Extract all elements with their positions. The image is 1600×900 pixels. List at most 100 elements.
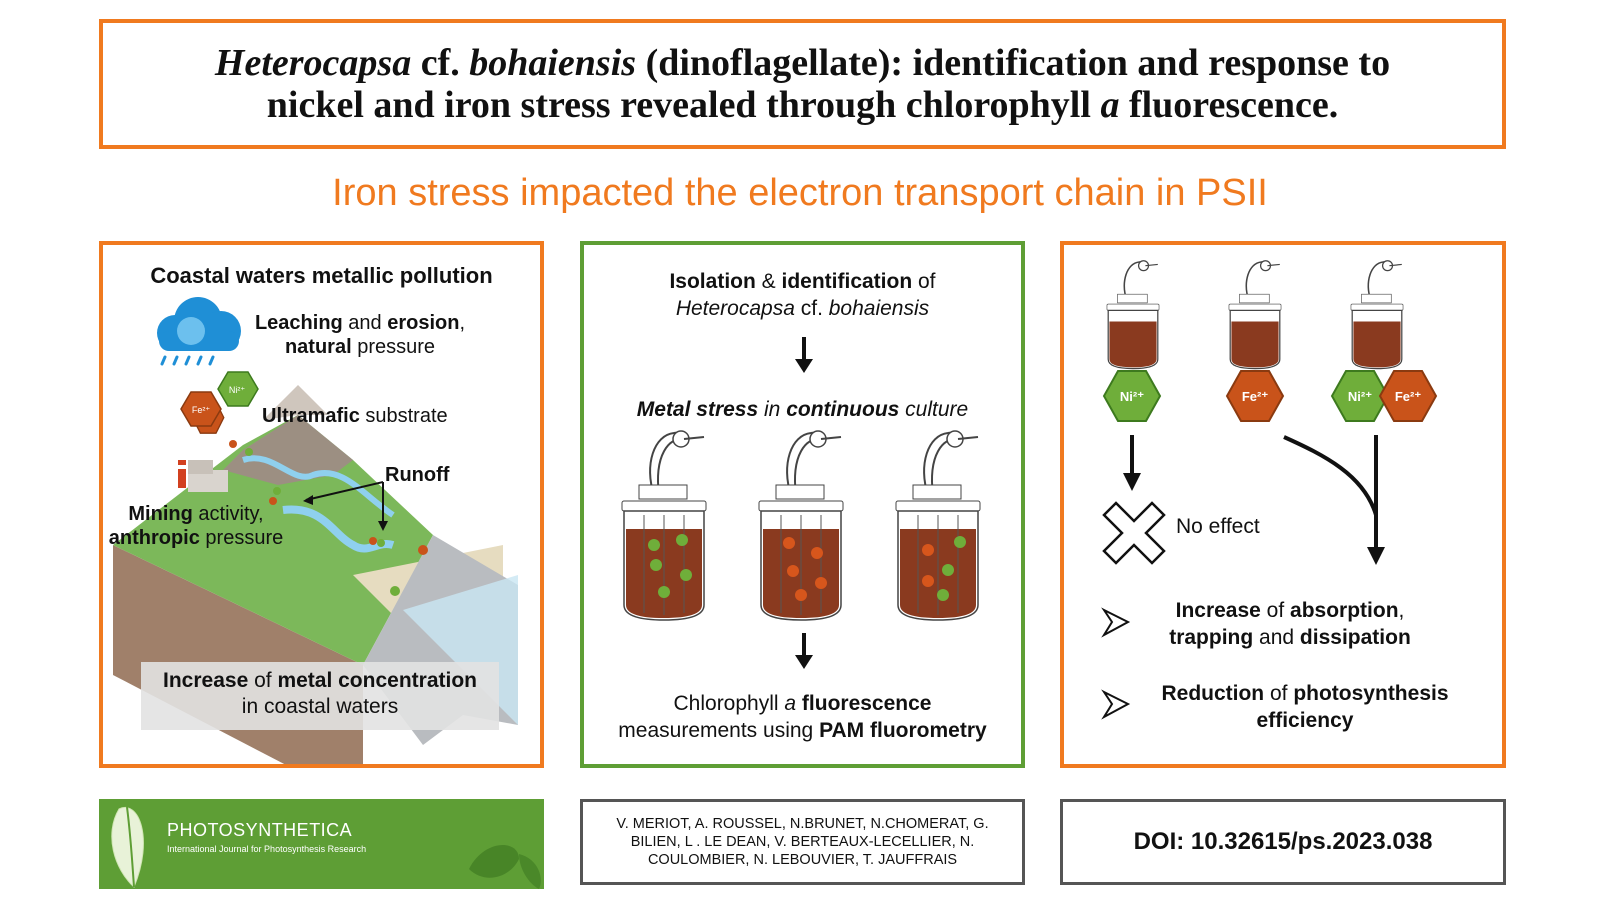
left-panel (99, 241, 544, 768)
species-name: bohaiensis (828, 297, 930, 320)
merge-arrow-icon (1283, 435, 1385, 565)
ni-hexagon-left (217, 371, 259, 407)
identification-word: identification (781, 270, 913, 293)
and-word-right: and (1253, 626, 1300, 649)
right-panel (1060, 241, 1506, 768)
continuous-word: continuous (786, 398, 900, 421)
and-word: and (342, 312, 388, 334)
absorption-word: absorption (1290, 599, 1399, 622)
title-line2-italic-a: a (1100, 84, 1120, 126)
journal-banner: PHOTOSYNTHETICA International Journal fo… (99, 799, 544, 889)
trapping-word: trapping (1169, 626, 1254, 649)
ni-hexagon-3 (1330, 370, 1390, 422)
metal-stress-word: Metal stress (636, 398, 759, 421)
comma: , (459, 312, 466, 334)
increase-metal-text: Increase of metal concentration in coasta… (141, 668, 499, 720)
amp-word: & (755, 270, 782, 293)
reduction-word: Reduction (1161, 682, 1265, 705)
journal-name: PHOTOSYNTHETICA (167, 820, 353, 840)
activity-word: activity, (192, 503, 264, 525)
pam-word: PAM fluorometry (819, 719, 987, 742)
title-line-2: nickel and iron stress revealed through … (267, 84, 1338, 126)
arrow-down-icon-ni (1123, 435, 1141, 491)
ni-hex-label-left: Ni²⁺ (229, 385, 245, 395)
of-word: of (248, 669, 278, 692)
reactor-ni-fe (895, 430, 981, 621)
ni-hex-label-3: Ni²⁺ (1348, 389, 1372, 404)
runoff-label: Runoff (385, 464, 450, 486)
title-cf: cf. (411, 42, 470, 84)
results-illustration: Ni²⁺ Fe²⁺ Ni²⁺ Fe²⁺ No effect (1101, 260, 1438, 720)
title-species: bohaiensis (469, 42, 637, 84)
measurements-word: measurements using (618, 719, 820, 742)
fe-hex-label-2: Fe²⁺ (1242, 389, 1269, 404)
title-line2-end: fluorescence. (1119, 84, 1339, 126)
arrow-down-icon-2 (795, 633, 813, 669)
authors-line-2: BILIEN, L . LE DEAN, V. BERTEAUX-LECELLI… (630, 834, 975, 850)
fe-hexagon-2 (1225, 370, 1285, 422)
in-word: in (758, 398, 787, 421)
ni-hex-label-1: Ni²⁺ (1120, 389, 1144, 404)
culture-word: culture (899, 398, 969, 421)
mining-word: Mining (128, 503, 193, 525)
title-line-1: Heterocapsa cf. bohaiensis (dinoflagella… (215, 42, 1390, 84)
small-reactor-1 (1106, 260, 1160, 370)
dissipation-word: dissipation (1299, 626, 1411, 649)
small-reactor-3 (1350, 260, 1404, 370)
fe-hexagon-3 (1378, 370, 1438, 422)
ni-hexagon-1 (1102, 370, 1162, 422)
left-heading: Coastal waters metallic pollution (150, 263, 493, 288)
rain-cloud-icon (157, 297, 241, 366)
reactor-ni (621, 430, 707, 621)
species-genus: Heterocapsa (675, 297, 795, 320)
of-word-right-2: of (1264, 682, 1294, 705)
coastal-word: in coastal waters (241, 695, 399, 718)
bullet-arrow-icon-1 (1101, 607, 1131, 638)
metal-conc-word: metal concentration (277, 669, 477, 692)
fe-hex-label-3: Fe²⁺ (1395, 389, 1422, 404)
no-effect-label: No effect (1176, 515, 1260, 538)
middle-panel (580, 241, 1025, 768)
small-reactor-2 (1228, 260, 1282, 370)
reactor-fe (758, 430, 844, 621)
culture-illustration (621, 337, 981, 669)
runoff-arrows (305, 481, 384, 527)
of-word-right-1: of (1260, 599, 1291, 622)
mountain (223, 415, 353, 485)
bottom-label-bg (141, 662, 499, 730)
increase-absorption-text: Increase of absorption, trapping and diss… (1130, 597, 1450, 651)
authors-box: V. MERIOT, A. ROUSSEL, N.BRUNET, N.CHOME… (580, 799, 1025, 885)
substrate-word: substrate (359, 405, 448, 427)
fe-hex-label-left: Fe²⁺ (192, 405, 211, 415)
authors-line-1: V. MERIOT, A. ROUSSEL, N.BRUNET, N.CHOME… (616, 816, 989, 832)
leaching-word: Leaching (254, 312, 343, 334)
species-cf: cf. (794, 297, 829, 320)
metal-stress-text: Metal stress in continuous culture (584, 396, 1021, 423)
anthropic-word: anthropic (108, 527, 200, 549)
leaf-icon (111, 806, 541, 889)
isolation-word: Isolation (669, 270, 756, 293)
comma-right: , (1398, 599, 1405, 622)
photosynthesis-word: photosynthesis (1293, 682, 1449, 705)
increase-word: Increase (163, 669, 249, 692)
doi-text: DOI: 10.32615/ps.2023.038 (1133, 828, 1433, 855)
erosion-word: erosion (387, 312, 460, 334)
increase-word-right: Increase (1175, 599, 1261, 622)
green-land (113, 415, 433, 665)
reduction-text: Reduction of photosynthesis efficiency (1125, 680, 1485, 734)
authors-line-3: COULOMBIER, N. LEBOUVIER, T. JAUFFRAIS (647, 852, 958, 868)
subtitle: Iron stress impacted the electron transp… (332, 172, 1268, 214)
landscape-illustration: Ni²⁺ Fe²⁺ (113, 297, 518, 764)
chl-a: a (784, 692, 797, 715)
anthropic-pressure-word: pressure (199, 527, 284, 549)
title-genus: Heterocapsa (214, 42, 412, 84)
ultramafic-word: Ultramafic (262, 405, 360, 427)
title-box: Heterocapsa cf. bohaiensis (dinoflagella… (99, 19, 1506, 149)
title-rest: (dinoflagellate): identification and res… (636, 42, 1391, 84)
leaching-text: Leaching and erosion,natural pressure (245, 311, 475, 359)
chl-word: Chlorophyll (673, 692, 785, 715)
efficiency-word: efficiency (1256, 709, 1354, 732)
of-word-mid: of (912, 270, 936, 293)
